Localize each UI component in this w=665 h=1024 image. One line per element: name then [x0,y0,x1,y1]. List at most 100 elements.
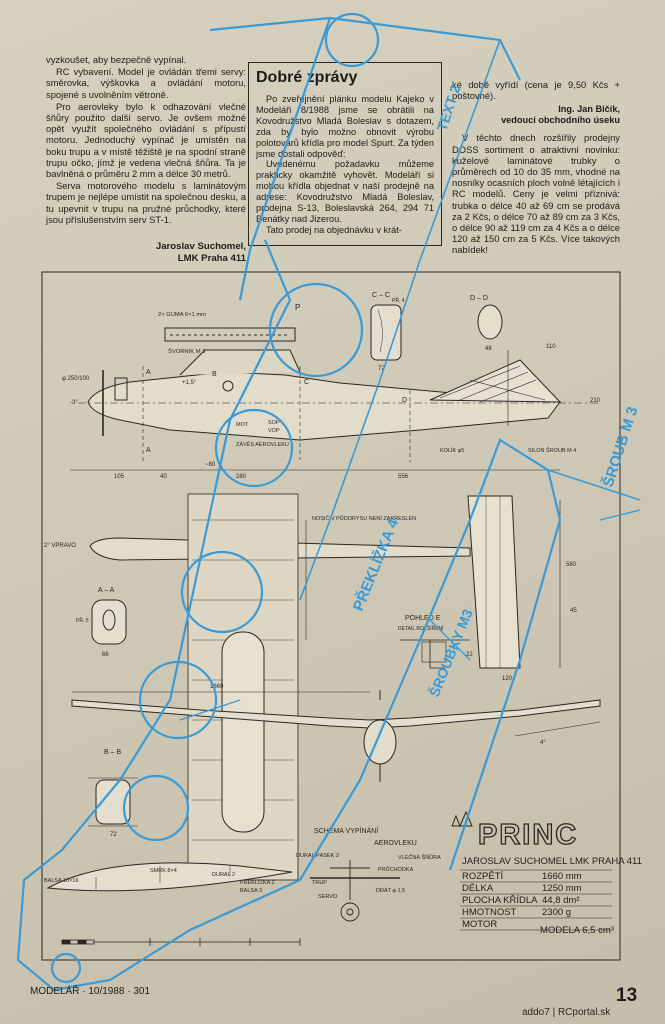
tailplane [467,495,521,669]
label-prop: φ 250/100 [62,376,90,382]
scale-bar [61,938,301,946]
left-article-column: vyzkoušet, aby bezpečně vypínal. RC vyba… [46,54,246,265]
overlay-circle [122,774,190,842]
signature-role: vedoucí obchodního úseku [501,115,620,126]
dim-210: 210 [590,398,601,404]
label-trup: TRUP [312,880,327,886]
wing-cutout [221,631,265,833]
title-author: JAROSLAV SUCHOMEL LMK PRAHA 411 [462,856,642,867]
dihedral-line [514,721,601,737]
overlay-circle [138,660,218,740]
left-paragraph: vyzkoušet, aby bezpečně vypínal. [46,54,187,65]
dim-40: 40 [160,474,167,480]
dim-80: ~80 [205,462,216,468]
label-vop: VOP [268,428,280,434]
cg-mark [222,380,234,392]
dim-280: 280 [236,474,247,480]
spec-label: PLOCHA KŘÍDLA [462,895,538,906]
label-dihedral: 4° [540,740,546,746]
right-paragraph: ké době vyřídí (cena je 9,50 Kčs + pošto… [452,79,620,102]
spec-label: HMOTNOST [462,907,517,918]
dim-580: 580 [566,562,577,568]
label-bb: B – B [104,749,121,756]
signature-name: Ing. Jan Bičík, [558,104,620,115]
dim-110: 110 [546,344,556,350]
overlay-circle [50,952,82,984]
section-c-c [370,304,402,361]
spec-label: ROZPĚTÍ [462,871,504,882]
engine-head [114,377,128,401]
label-pohled: POHLED E [405,615,441,622]
author-club: LMK Praha 411 [177,253,246,265]
section-lines [142,366,411,462]
label-pr4: PŘ. 4 [392,296,405,304]
spec-value: 1660 mm [542,871,582,882]
label-nosic: NOSIČ V PŮDORYSU NENÍ ZAKRESLEN [312,515,416,522]
article-author: Jaroslav Suchomel, LMK Praha 411 [46,241,246,265]
overlay-inner-edge-2 [299,39,501,601]
dim-45: 45 [570,608,577,614]
dim-72: 72 [378,366,385,372]
dim-105: 105 [114,474,125,480]
spec-value: 1250 mm [542,883,582,894]
title-block: PRINC JAROSLAV SUCHOMEL LMK PRAHA 411 RO… [451,810,642,936]
page-number: 13 [616,985,638,1006]
label-dural-pasek: DURAL PÁSEK 2 [296,852,339,859]
news-paragraph: Po zveřejnění plánku modelu Kajeko v Mod… [256,94,434,159]
label-detail: DETAIL ROZŠÍŘENÍ [398,624,444,632]
author-name: Jaroslav Suchomel, [155,241,246,253]
label-cc: C – C [372,292,390,299]
wing-airfoil [46,862,293,892]
section-a-a [91,599,127,645]
news-paragraph: Uvedenému požadavku můžeme prakticky oka… [256,159,434,224]
label-incidence: +1,5° [182,380,197,386]
overlay-ticks [179,509,641,721]
label-kolik: KOLÍK φ5 [440,447,464,454]
canopy-wing-seat [179,349,301,376]
label-d: D [402,397,407,404]
overlay-circle [268,282,364,378]
label-a-bottom: A [146,447,151,454]
crown-icon [451,810,473,828]
plan-frame [41,271,621,961]
label-thrust: -3° [70,400,78,406]
label-vlecna: VLEČNÁ ŠŇŮRA [398,854,441,861]
overlay-right-edge [299,438,562,881]
news-box-title: Dobré zprávy [256,69,358,86]
dim-72-bb: 72 [110,832,117,838]
spec-value: 44,8 dm² [542,895,580,906]
label-b: B [212,371,217,378]
label-vpravo: 2° VPRAVO [44,543,76,549]
label-dd: D – D [470,295,488,302]
label-svornik: ŠVORNÍK M 3 [168,348,205,355]
section-d-d [477,304,503,340]
side-view [70,327,600,471]
label-preklizka2: PŘEKLÍŽKA 2 [240,878,275,886]
news-box: Dobré zprávy Po zveřejnění plánku modelu… [248,62,442,246]
view-e-detail [400,639,470,669]
schema-subtitle: AEROVLEKU [374,840,417,847]
wing-section-top [164,327,296,342]
front-view [71,690,601,782]
fin-side [429,359,562,403]
label-guma: 2× GUMA 6×1 mm [158,312,206,318]
right-article-column: ké době vyřídí (cena je 9,50 Kčs + pošto… [452,79,620,257]
overlay-arm [547,469,641,501]
left-paragraph: Pro aerovleky bylo k odhazování vlečné š… [46,100,246,180]
spec-label: MOTOR [462,919,497,930]
dim-120: 120 [502,676,513,682]
label-balsa10: BALSA 10×16 [44,878,78,884]
label-drat: DRÁT φ 1,5 [376,887,405,894]
overlay-circle [324,12,380,68]
dim-22: 22 [466,652,473,658]
spec-value: 2300 g [542,907,571,918]
overlay-left-edge [16,239,301,992]
label-silon: SILON ŠROUB M 4 [528,447,576,454]
label-c: C [304,379,309,386]
label-p: P [295,303,300,312]
dim-556: 556 [398,474,409,480]
label-smrk: SMRK 8×4 [150,868,177,874]
dim-48: 48 [485,346,492,352]
label-a-top: A [146,369,151,376]
